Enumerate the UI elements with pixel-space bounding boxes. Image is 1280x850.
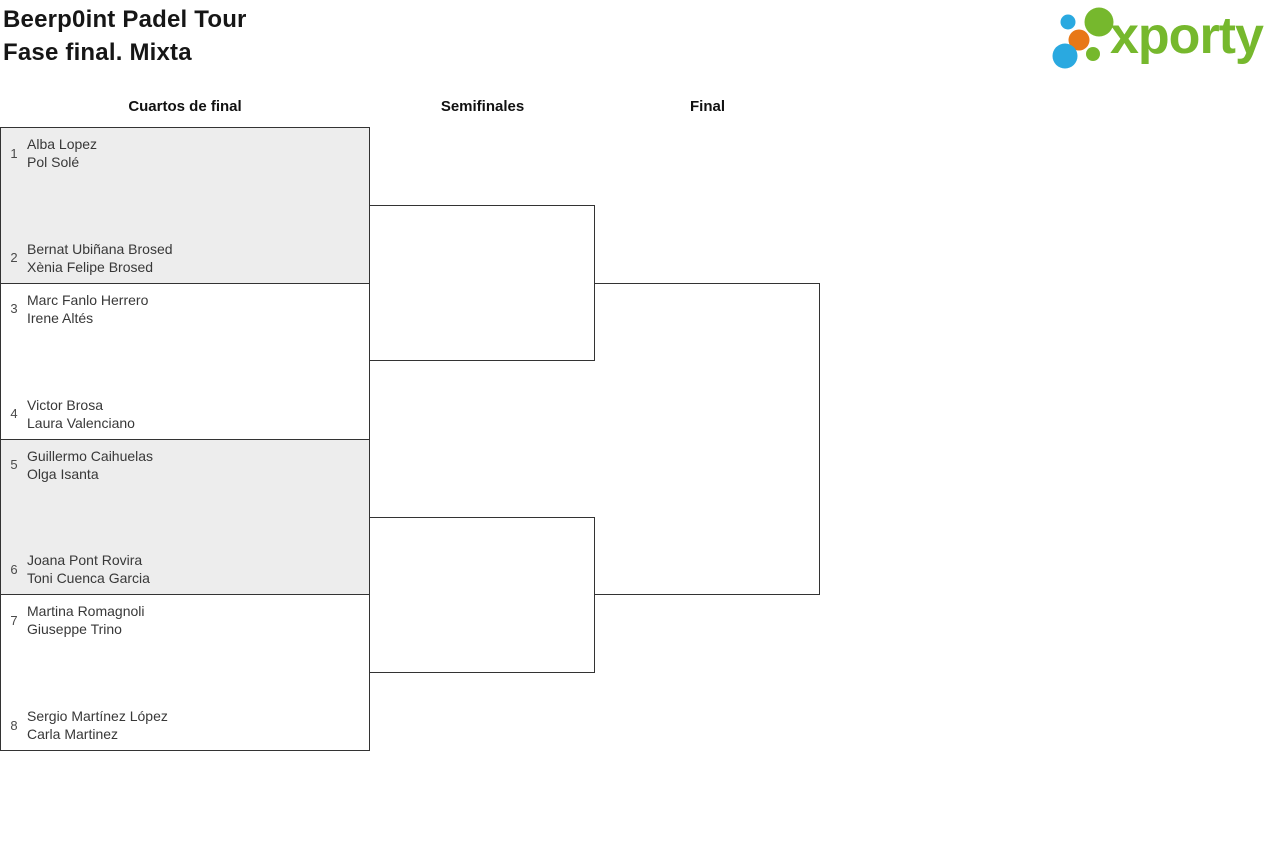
player-name: Martina Romagnoli bbox=[27, 603, 145, 620]
player-name: Carla Martinez bbox=[27, 726, 119, 742]
final-slot bbox=[595, 283, 820, 595]
team-players: Sergio Martínez López Carla Martinez bbox=[27, 707, 168, 743]
player-name: Xènia Felipe Brosed bbox=[27, 258, 154, 275]
match-block-1: 1 Alba Lopez Pol Solé 2 Bernat Ubiñana B… bbox=[1, 128, 369, 284]
team-seed: 5 bbox=[10, 457, 18, 472]
player-name: Marc Fanlo Herrero bbox=[27, 291, 149, 308]
match-block-3: 5 Guillermo Caihuelas Olga Isanta 6 Joan… bbox=[1, 439, 369, 596]
logo-dot-green-large bbox=[1084, 7, 1114, 37]
team-seed: 2 bbox=[10, 250, 18, 266]
logo-dot-orange bbox=[1068, 29, 1090, 51]
player-name: Laura Valenciano bbox=[27, 414, 135, 431]
team-entry: 7 Martina Romagnoli Giuseppe Trino bbox=[1, 602, 369, 638]
team-players: Joana Pont Rovira Toni Cuenca Garcia bbox=[27, 551, 150, 587]
round-header-final: Final bbox=[689, 98, 725, 115]
player-name: Joana Pont Rovira bbox=[27, 552, 143, 569]
round-header-semifinals: Semifinales bbox=[440, 98, 525, 115]
player-name: Irene Altés bbox=[27, 309, 94, 326]
logo-dot-blue-medium bbox=[1052, 43, 1078, 69]
team-seed: 6 bbox=[10, 561, 18, 577]
team-entry: 6 Joana Pont Rovira Toni Cuenca Garcia bbox=[1, 551, 369, 587]
team-seed: 7 bbox=[10, 612, 18, 628]
round-header-quarterfinals: Cuartos de final bbox=[128, 98, 242, 115]
semifinal-slot-2 bbox=[370, 517, 595, 673]
team-players: Martina Romagnoli Giuseppe Trino bbox=[27, 602, 145, 638]
team-players: Guillermo Caihuelas Olga Isanta bbox=[27, 447, 153, 483]
logo-dot-blue-small bbox=[1060, 14, 1076, 30]
player-name: Pol Solé bbox=[27, 154, 80, 170]
logo-wordmark: xporty bbox=[1110, 7, 1264, 65]
player-name: Victor Brosa bbox=[27, 396, 103, 413]
player-name: Sergio Martínez López bbox=[27, 708, 168, 724]
team-entry: 1 Alba Lopez Pol Solé bbox=[1, 135, 369, 171]
team-players: Marc Fanlo Herrero Irene Altés bbox=[27, 291, 148, 327]
team-players: Bernat Ubiñana Brosed Xènia Felipe Brose… bbox=[27, 240, 173, 276]
player-name: Toni Cuenca Garcia bbox=[27, 570, 150, 587]
team-seed: 3 bbox=[10, 301, 18, 317]
match-block-4: 7 Martina Romagnoli Giuseppe Trino 8 Ser… bbox=[1, 595, 369, 750]
team-entry: 8 Sergio Martínez López Carla Martinez bbox=[1, 707, 369, 743]
team-players: Alba Lopez Pol Solé bbox=[27, 135, 97, 171]
player-name: Bernat Ubiñana Brosed bbox=[27, 240, 173, 257]
xporty-logo[interactable]: xporty bbox=[1046, 3, 1278, 69]
player-name: Olga Isanta bbox=[27, 465, 99, 482]
player-name: Giuseppe Trino bbox=[27, 621, 122, 638]
page-title-line1: Beerp0int Padel Tour bbox=[3, 6, 247, 33]
team-entry: 3 Marc Fanlo Herrero Irene Altés bbox=[1, 291, 369, 327]
quarterfinals-column: 1 Alba Lopez Pol Solé 2 Bernat Ubiñana B… bbox=[0, 127, 370, 751]
semifinal-slot-1 bbox=[370, 205, 595, 361]
team-seed: 1 bbox=[10, 145, 18, 161]
page-title-line2: Fase final. Mixta bbox=[3, 39, 192, 66]
page-title: Beerp0int Padel Tour Fase final. Mixta bbox=[3, 3, 247, 69]
player-name: Guillermo Caihuelas bbox=[27, 447, 154, 464]
team-entry: 4 Victor Brosa Laura Valenciano bbox=[1, 396, 369, 432]
team-seed: 4 bbox=[10, 406, 18, 421]
team-players: Victor Brosa Laura Valenciano bbox=[27, 396, 135, 432]
logo-dot-green-small bbox=[1086, 47, 1100, 61]
team-seed: 8 bbox=[10, 717, 18, 733]
player-name: Alba Lopez bbox=[27, 136, 98, 152]
match-block-2: 3 Marc Fanlo Herrero Irene Altés 4 Victo… bbox=[1, 283, 369, 440]
team-entry: 2 Bernat Ubiñana Brosed Xènia Felipe Bro… bbox=[1, 240, 369, 276]
team-entry: 5 Guillermo Caihuelas Olga Isanta bbox=[1, 447, 369, 483]
